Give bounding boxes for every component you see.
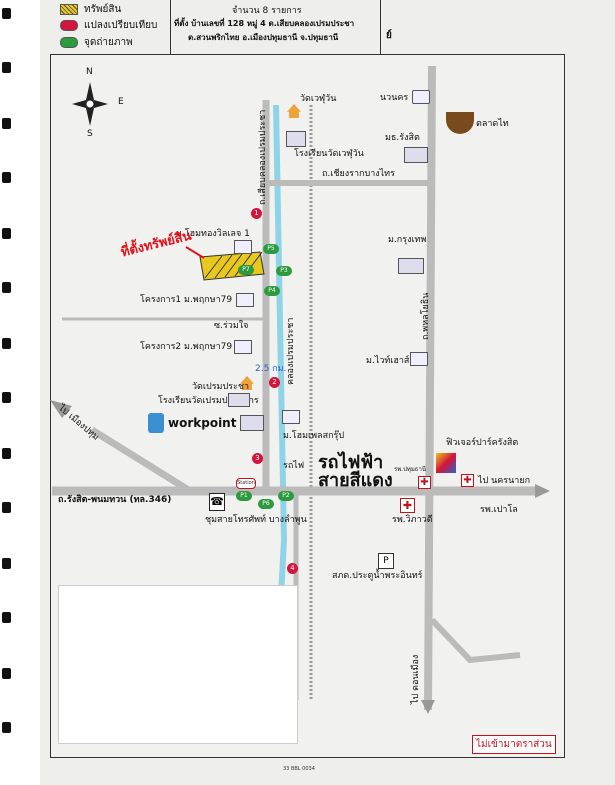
photo-point-p2: P2 (278, 491, 294, 501)
legend-item-comparison: แปลงเปรียบเทียบ (60, 18, 157, 33)
building-icon (240, 415, 265, 431)
soi-chuanjai-label: ซ.ร่วมใจ (214, 321, 249, 331)
temple-top-label: วัดเวฬุวัน (300, 94, 337, 104)
photo-point-p5: P5 (263, 244, 279, 254)
workpoint-logo-icon (148, 413, 164, 433)
market-thai-label: ตลาดไท (476, 119, 509, 129)
phone-icon: ☎ (209, 493, 225, 511)
address-line-1: ที่ตั้ง บ้านเลขที่ 128 หมู่ 4 ต.เสียบคลอ… (174, 19, 355, 28)
legend-item-property: ทรัพย์สิน (60, 2, 121, 17)
not-to-scale-stamp: ไม่เข้ามาตราส่วน (472, 735, 556, 754)
rail-label: รถไฟ (283, 461, 305, 471)
village-icon (410, 352, 428, 366)
legend-item-photo-point: จุดถ่ายภาพ (60, 35, 133, 50)
hospital-cross-icon: ✚ (461, 474, 474, 487)
to-donmueang-label: ไป ดอนเมือง (411, 654, 421, 704)
legend: ทรัพย์สิน แปลงเปรียบเทียบ จุดถ่ายภาพ (50, 0, 171, 54)
comparison-pin-4: 4 (287, 563, 298, 574)
project-2-label: โครงการ2 ม.พฤกษา79 (140, 342, 233, 352)
rangsit-university-label: มธ.รังสิต (385, 133, 420, 143)
red-line-train-label: รถไฟฟ้า สายสีแดง (318, 452, 393, 491)
chiangrak-road-label: ถ.เชียงรากบางไทร (322, 169, 395, 179)
market-basket-icon (446, 112, 474, 134)
hatched-swatch-icon (60, 4, 78, 15)
photo-point-p6: P6 (258, 499, 274, 509)
shopping-mall-icon (436, 453, 456, 473)
village-icon (234, 240, 252, 254)
hospital-cross-icon: ✚ (418, 476, 431, 489)
rangsit-road-label: ถ.รังสิต-พนมทวน (ทล.346) (58, 495, 172, 505)
phone-exchange-label: ชุมสายโทรศัพท์ บางลำพูน (205, 515, 307, 525)
to-nakhonnayok-label: ไป นครนายก (478, 476, 531, 486)
photo-point-p1: P1 (236, 491, 252, 501)
item-count: จำนวน 8 รายการ (232, 6, 302, 16)
phahon-road (424, 65, 436, 711)
compass-rose-icon (72, 82, 108, 126)
distance-label: 2.5 กม. (255, 364, 287, 374)
binding-spine (0, 0, 18, 785)
home-village-label: ม.โฮมทองวิลเลจ 1 (176, 229, 250, 239)
village-icon (236, 293, 254, 307)
comparison-pin-2: 2 (269, 377, 280, 388)
property-hatch (204, 251, 263, 279)
east-arrow-icon (535, 484, 550, 498)
hospital-cross-icon: ✚ (400, 498, 415, 513)
school-icon (228, 393, 250, 407)
lower-right-road (429, 617, 521, 664)
police-station-label: สภด.ประตูน้ำพระอินทร์ (332, 571, 423, 581)
comparison-pin-1: 1 (251, 208, 262, 219)
vibhavadi-hospital-label: รพ.วิภาวดี (392, 515, 433, 525)
paolo-hospital-label: รพ.เปาโล (480, 505, 518, 515)
blank-inset (58, 585, 298, 744)
phahon-road-label: ถ.พหลโยธิน (421, 292, 431, 340)
address-line-2: ต.สวนพริกไทย อ.เมืองปทุมธานี จ.ปทุมธานี (188, 33, 339, 42)
home-place-label: ม.โฮมเพลสกรุ๊ป (283, 431, 345, 441)
south-arrow-icon (421, 700, 435, 714)
school-prem-label: โรงเรียนวัดเปรมประชากร (158, 396, 259, 406)
photo-point-p3: P3 (276, 266, 292, 276)
northwest-arrow-icon (50, 400, 72, 418)
station-sign-icon: Station (236, 478, 256, 489)
property-pointer (185, 246, 205, 259)
bangkok-university-label: ม.กรุงเทพ (388, 235, 427, 245)
photo-point-p4: P4 (264, 286, 280, 296)
photo-point-p7: P7 (238, 265, 254, 275)
village-icon (282, 410, 300, 424)
school-icon (286, 131, 306, 147)
village-icon (234, 340, 252, 354)
university-building-icon (398, 258, 424, 274)
document-code: 33 BBL 0034 (283, 766, 315, 772)
project-1-label: โครงการ1 ม.พฤกษา79 (140, 295, 233, 305)
school-top-label: โรงเรียนวัดเวฬุวัน (294, 149, 364, 159)
cropped-text: ย์ (386, 30, 392, 41)
white-house-label: ม.ไวท์เฮาส์ (366, 356, 410, 366)
workpoint-landmark: workpoint (148, 413, 265, 433)
siab-road-label: ถ.เสียบคลองเปรมประชา (258, 109, 268, 205)
property-parcel (199, 251, 265, 281)
info-box: จำนวน 8 รายการ ที่ตั้ง บ้านเลขที่ 128 หม… (170, 0, 381, 54)
village-icon (412, 90, 430, 104)
red-dot-icon (60, 20, 78, 31)
compass: N S E (66, 67, 124, 140)
naowakorn-label: นวนคร (380, 93, 409, 103)
parking-icon: P (378, 553, 394, 569)
mueang-road (90, 427, 192, 494)
comparison-pin-3: 3 (252, 453, 263, 464)
pathumthani-hospital-label: รพ.ปทุมธานี (394, 466, 426, 473)
university-building-icon (404, 147, 428, 163)
temple-prem-label: วัดเปรมประชา (192, 382, 249, 392)
future-park-label: ฟิวเจอร์ปาร์ครังสิต (446, 438, 519, 448)
green-dot-icon (60, 37, 78, 48)
